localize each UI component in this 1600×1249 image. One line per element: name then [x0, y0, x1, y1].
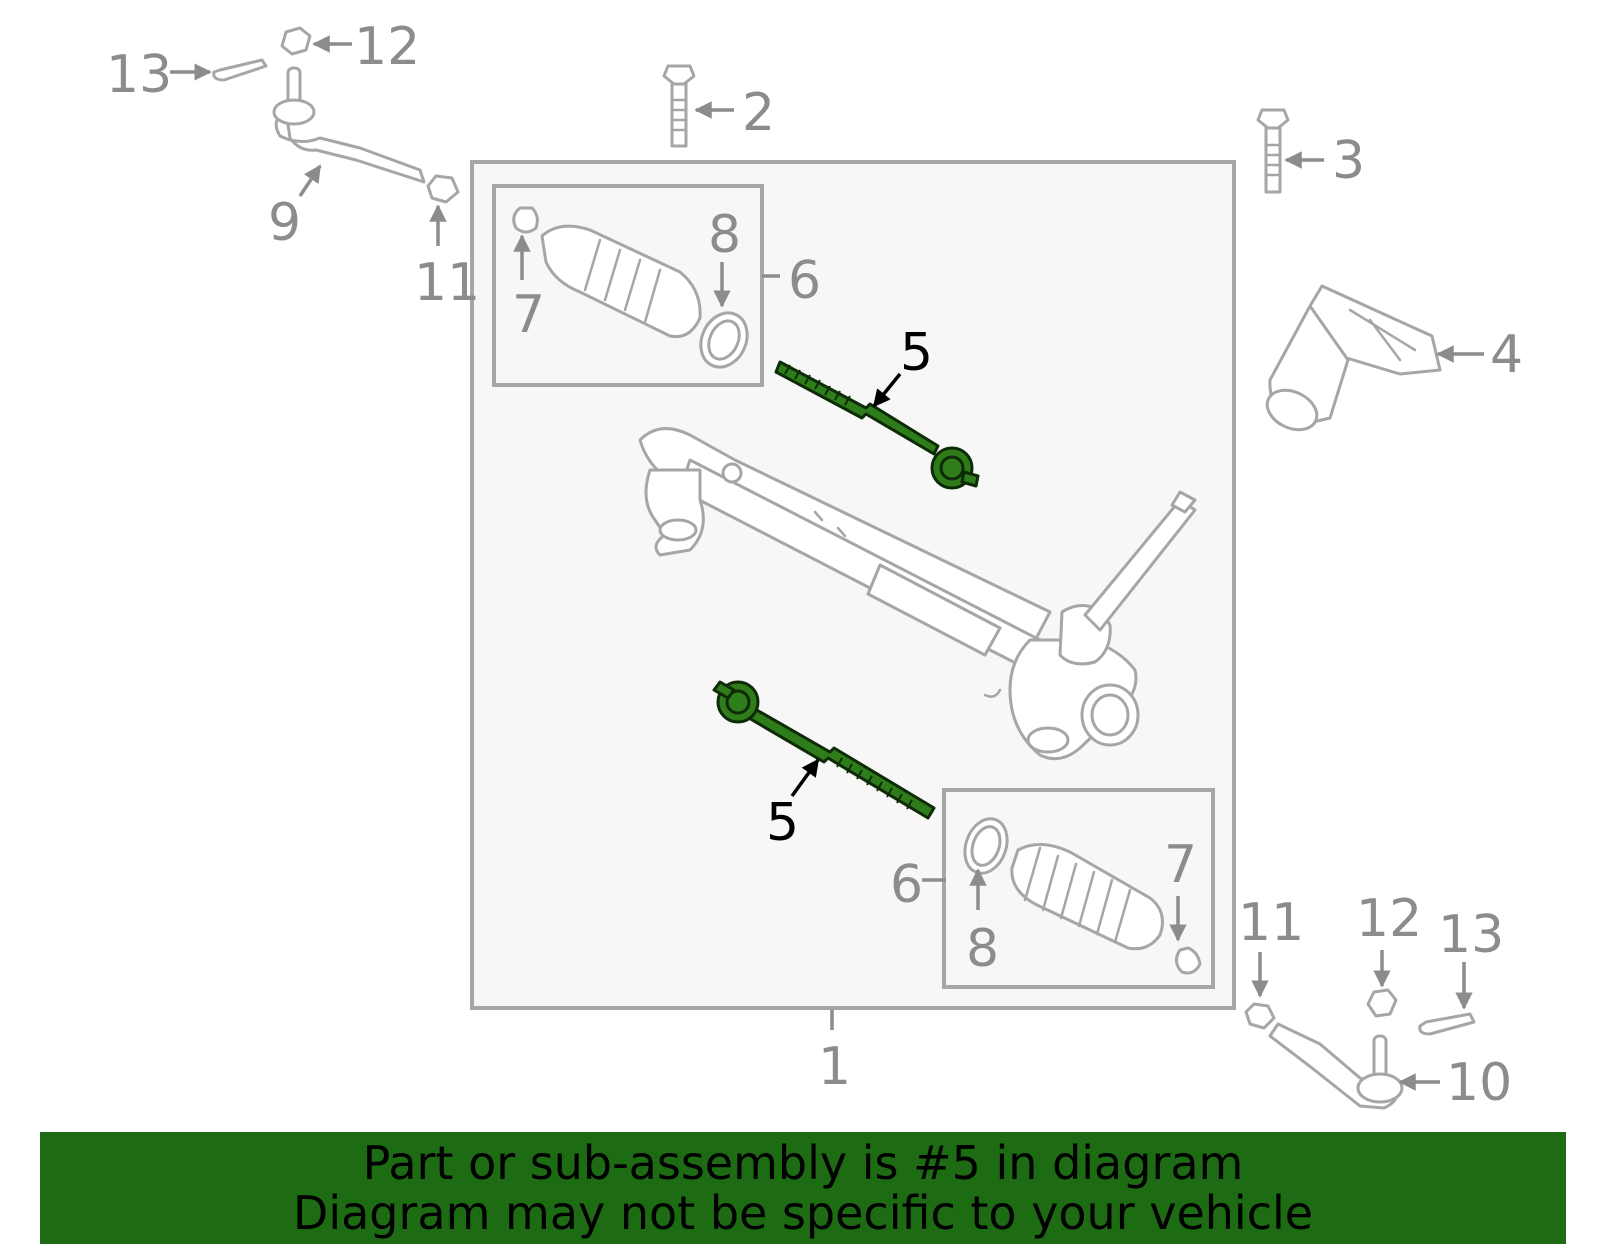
banner-line-2: Diagram may not be specific to your vehi…	[292, 1186, 1314, 1240]
callout-2: 2	[742, 83, 775, 143]
callout-3: 3	[1332, 131, 1365, 191]
callout-8-left: 8	[708, 205, 741, 265]
callout-4: 4	[1490, 325, 1523, 385]
inner-tie-rod-lower	[712, 680, 936, 820]
callout-12-right: 12	[1356, 889, 1422, 949]
callout-9: 9	[268, 193, 301, 253]
bolt-3	[1256, 108, 1290, 194]
callout-12-left: 12	[354, 17, 420, 77]
boot-left	[512, 206, 749, 369]
callout-11-left: 11	[414, 253, 480, 313]
callout-11-right: 11	[1238, 893, 1304, 953]
callout-8-right: 8	[966, 919, 999, 979]
bolt-2	[662, 64, 696, 148]
tie-rod-end-9	[212, 26, 460, 204]
tie-rod-end-10	[1244, 988, 1476, 1110]
callout-10: 10	[1446, 1053, 1512, 1113]
callout-6-left: 6	[788, 251, 821, 311]
callout-13-left: 13	[106, 45, 172, 105]
leader-lines	[170, 35, 1484, 1091]
bracket-4	[1265, 284, 1442, 432]
callout-13-right: 13	[1438, 905, 1504, 965]
banner-line-1: Part or sub-assembly is #5 in diagram	[362, 1136, 1244, 1190]
boot-right	[963, 817, 1202, 975]
callout-6-right: 6	[890, 855, 923, 915]
part-info-banner: Part or sub-assembly is #5 in diagram Di…	[40, 1132, 1566, 1244]
callout-5-lower: 5	[766, 793, 799, 853]
steering-gear-housing	[638, 427, 1197, 761]
callout-7-left: 7	[512, 285, 545, 345]
inner-tie-rod-upper	[774, 360, 980, 490]
callout-7-right: 7	[1164, 835, 1197, 895]
callout-1: 1	[818, 1037, 851, 1097]
callout-5-upper: 5	[900, 323, 933, 383]
